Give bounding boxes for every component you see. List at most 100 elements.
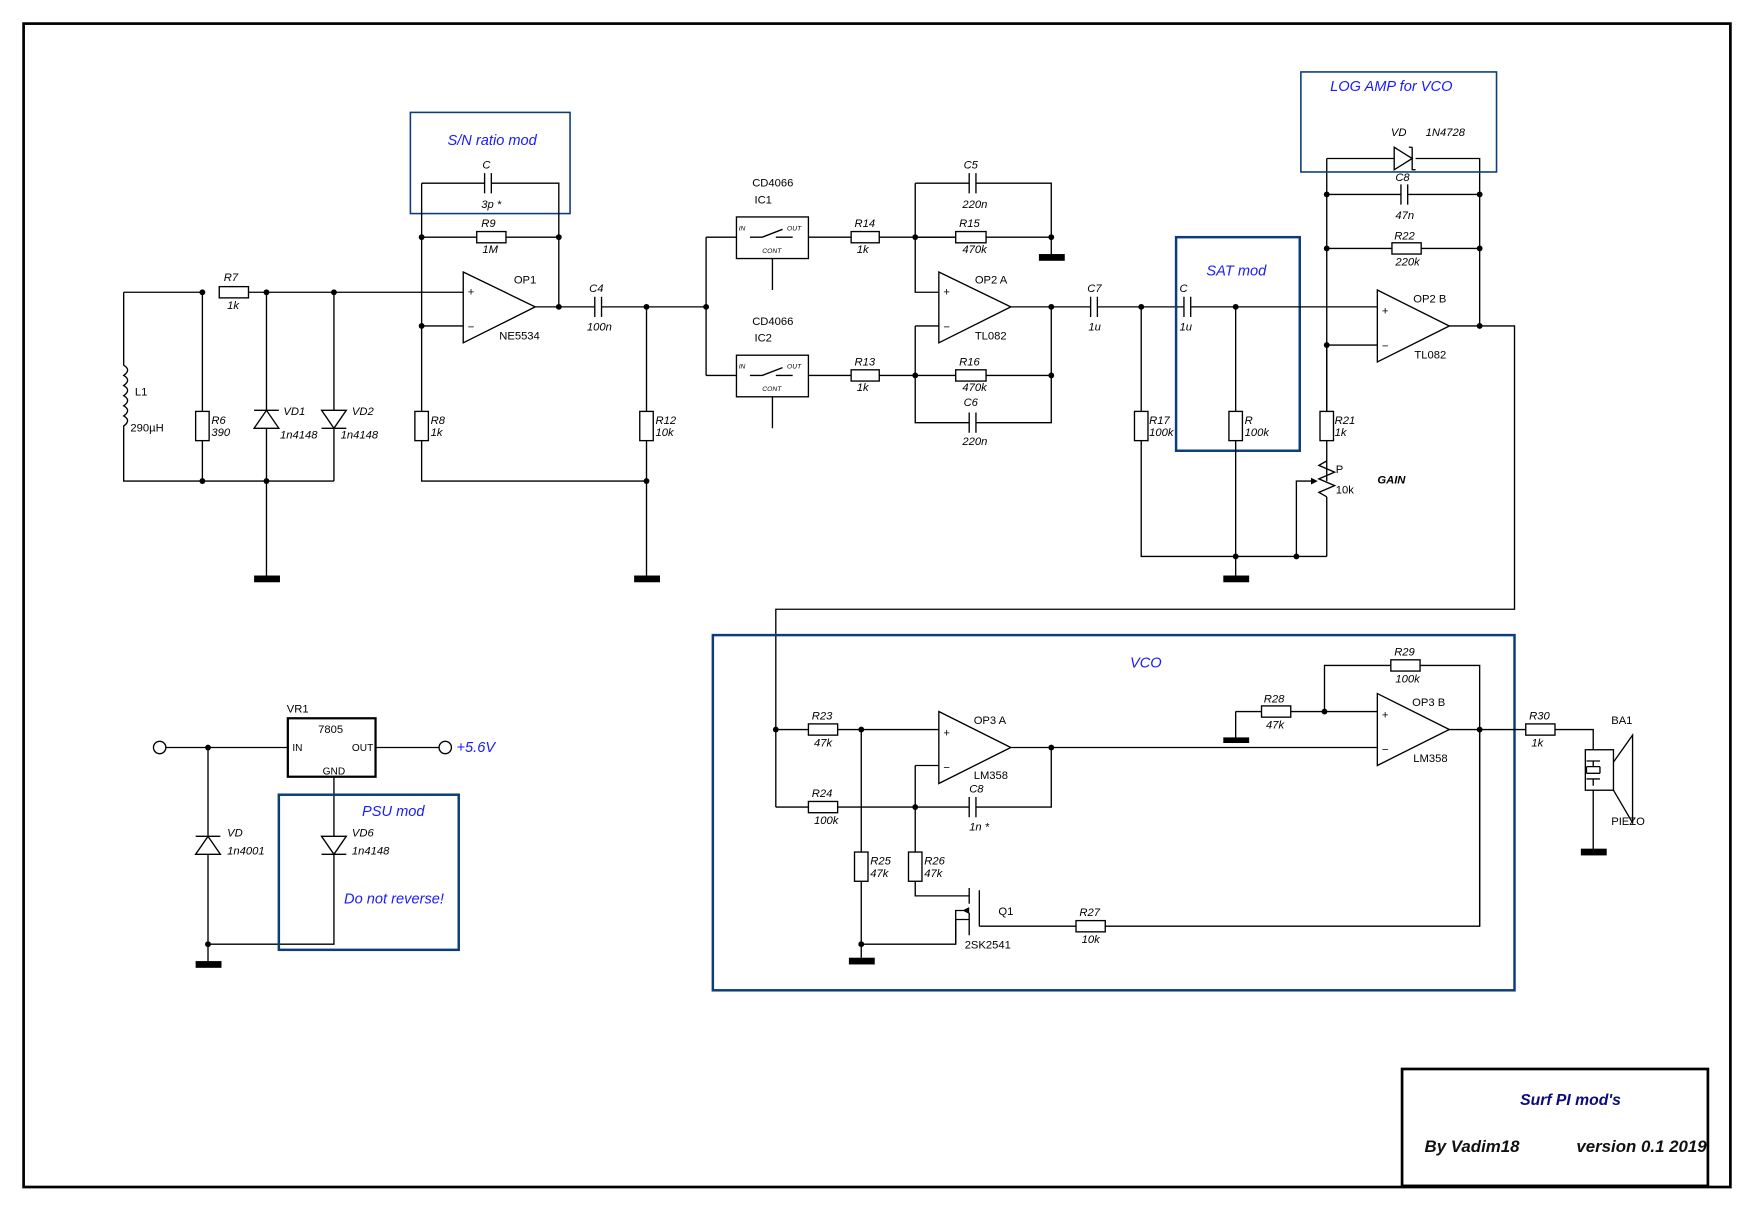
ground-symbol [1223, 575, 1250, 583]
analog-switch-ic1 [735, 216, 810, 260]
ground-symbol [1038, 254, 1065, 261]
r29-ref: R29 [1394, 646, 1415, 658]
vd2-value: 1n4148 [341, 429, 379, 441]
r22-ref: R22 [1394, 230, 1415, 242]
output-terminal[interactable] [438, 740, 453, 755]
r30-value: 1k [1531, 737, 1544, 749]
psu-stage: +5.6V VR1 7805 IN OUT GND VD 1n4001 PSU … [152, 704, 496, 968]
r22-value: 220k [1394, 256, 1421, 268]
diode-vd1 [252, 409, 281, 429]
r25-value: 47k [870, 868, 889, 880]
r14-ref: R14 [855, 218, 876, 230]
ic1-cont: CONT [762, 248, 782, 255]
switch-stage: IN OUT CONT CD4066 IC1 IN OUT CONT CD406… [705, 178, 956, 429]
c8-vco-value: 1n * [969, 822, 990, 834]
vd-log-value: 1N4728 [1426, 127, 1466, 139]
c5-ref: C5 [964, 160, 979, 172]
c-sat-value: 1u [1179, 321, 1192, 333]
r12-ref: R12 [656, 415, 677, 427]
q1-value: 2SK2541 [965, 940, 1011, 952]
op2b-stage: SAT mod C 1u R 100k LOG AMP for VCO VD 1… [775, 71, 1516, 808]
resistor-r6 [194, 410, 210, 442]
r7-value: 1k [227, 300, 240, 312]
r14-value: 1k [857, 244, 870, 256]
gain-label: GAIN [1377, 474, 1406, 486]
c-sn-ref: C [482, 160, 491, 172]
op2a-stage: C5 220n R15 470k R16 470k C6 220n + − OP… [912, 160, 1327, 558]
opamp-op1 [462, 270, 537, 344]
vr1-value: 7805 [318, 724, 343, 736]
ba1-ref: BA1 [1611, 715, 1632, 727]
r25-ref: R25 [870, 855, 891, 867]
r17-value: 100k [1149, 427, 1175, 439]
diode-vd2 [320, 409, 348, 430]
piezo-buzzer-ba1 [1584, 733, 1634, 826]
resistor-r23 [807, 723, 839, 736]
op2b-minus: − [1382, 341, 1389, 353]
r13-ref: R13 [855, 356, 876, 368]
r27-value: 10k [1082, 934, 1101, 946]
resistor-r-sat [1228, 410, 1244, 442]
r30-ref: R30 [1529, 710, 1550, 722]
resistor-r15 [955, 230, 987, 244]
op3b-value: LM358 [1413, 753, 1447, 765]
ic2-out: OUT [787, 364, 802, 371]
title-block: Surf PI mod's By Vadim18 version 0.1 201… [1400, 1067, 1710, 1188]
drawing-title: Surf PI mod's [1520, 1092, 1621, 1109]
vco-mod-box [711, 633, 1516, 992]
op3b-plus: + [1382, 709, 1389, 721]
resistor-r8 [414, 410, 430, 442]
r23-ref: R23 [812, 710, 833, 722]
resistor-r21 [1319, 410, 1335, 442]
resistor-r27 [1075, 919, 1106, 933]
vd-psu-ref: VD [227, 827, 243, 839]
op2a-minus: − [943, 321, 950, 333]
ic1-in: IN [739, 225, 746, 232]
log-amp-mod-label: LOG AMP for VCO [1330, 79, 1452, 95]
q1-ref: Q1 [998, 906, 1013, 918]
r13-value: 1k [857, 382, 870, 394]
r29-value: 100k [1395, 673, 1421, 685]
r17-ref: R17 [1149, 415, 1170, 427]
op3a-minus: − [943, 762, 950, 774]
inductor-l1 [122, 364, 129, 428]
log-amp-mod-box [1300, 71, 1498, 173]
opamp-op3a [938, 710, 1013, 785]
vco-mod-label: VCO [1130, 656, 1162, 672]
capacitor-c7 [1089, 296, 1099, 317]
potentiometer-p [1317, 460, 1337, 498]
r21-value: 1k [1335, 427, 1348, 439]
ground-symbol [848, 957, 875, 965]
r16-ref: R16 [959, 356, 980, 368]
op2a-ref: OP2 A [975, 274, 1008, 286]
ic1-out: OUT [787, 225, 802, 232]
op3a-plus: + [943, 727, 950, 739]
op2b-ref: OP2 B [1413, 293, 1446, 305]
pot-wiper-arrow [1311, 477, 1318, 485]
c6-value: 220n [961, 436, 987, 448]
capacitor-c6 [968, 412, 977, 433]
p-value: 10k [1336, 484, 1354, 496]
opamp-op2a [938, 270, 1013, 344]
diode-vd6 [320, 835, 348, 856]
vout-label: +5.6V [456, 740, 496, 756]
drawing-version: version 0.1 2019 [1576, 1137, 1707, 1156]
l1-value: 290µH [130, 423, 163, 435]
input-terminal[interactable] [152, 740, 167, 755]
ic1-ref: IC1 [754, 194, 771, 206]
psu-mod-label: PSU mod [362, 804, 425, 820]
capacitor-c4 [594, 296, 603, 317]
ground-symbol [634, 575, 660, 583]
ground-symbol [254, 575, 280, 583]
resistor-r29 [1390, 659, 1421, 672]
resistor-r16 [955, 369, 987, 382]
ground-symbol [1580, 848, 1607, 856]
drawing-frame [22, 22, 1732, 1189]
drawing-author: By Vadim18 [1425, 1137, 1521, 1156]
op3a-value: LM358 [974, 770, 1008, 782]
vco-stage: VCO R23 47k R24 100k + − OP3 A LM358 C8 … [711, 633, 1645, 992]
op1-plus: + [468, 287, 475, 299]
sat-mod-box [1174, 235, 1301, 452]
resistor-r9 [476, 230, 507, 244]
